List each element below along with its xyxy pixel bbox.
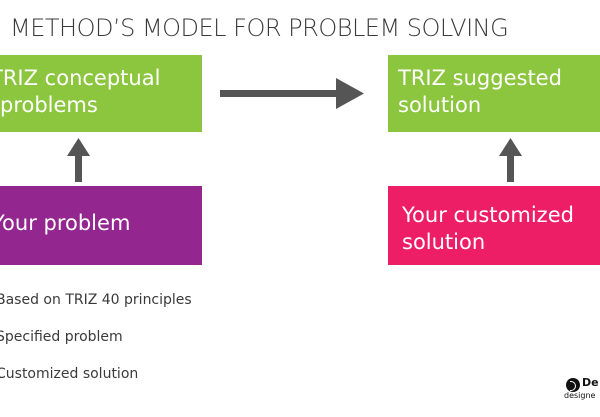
arrow-up-left-icon [67, 138, 90, 182]
your-customized-solution-box: Your customized solution [388, 186, 600, 265]
legend-item-principles: Based on TRIZ 40 principles [0, 292, 192, 308]
logo-mark-icon [566, 378, 580, 392]
arrow-up-right-icon [499, 138, 522, 182]
logo-word: De [582, 376, 599, 389]
your-problem-box: Your problem [0, 186, 202, 265]
arrow-right-icon [220, 78, 364, 109]
legend-item-specified-problem: Specified problem [0, 329, 123, 345]
page-title: METHOD’S MODEL FOR PROBLEM SOLVING [10, 14, 509, 42]
brand-logo: De designe [564, 376, 600, 400]
triz-suggested-solution-box: TRIZ suggested solution [388, 55, 600, 132]
legend-item-customized-solution: Customized solution [0, 366, 139, 382]
triz-conceptual-problems-box: TRIZ conceptual problems [0, 55, 202, 132]
logo-subtext: designe [564, 391, 596, 400]
